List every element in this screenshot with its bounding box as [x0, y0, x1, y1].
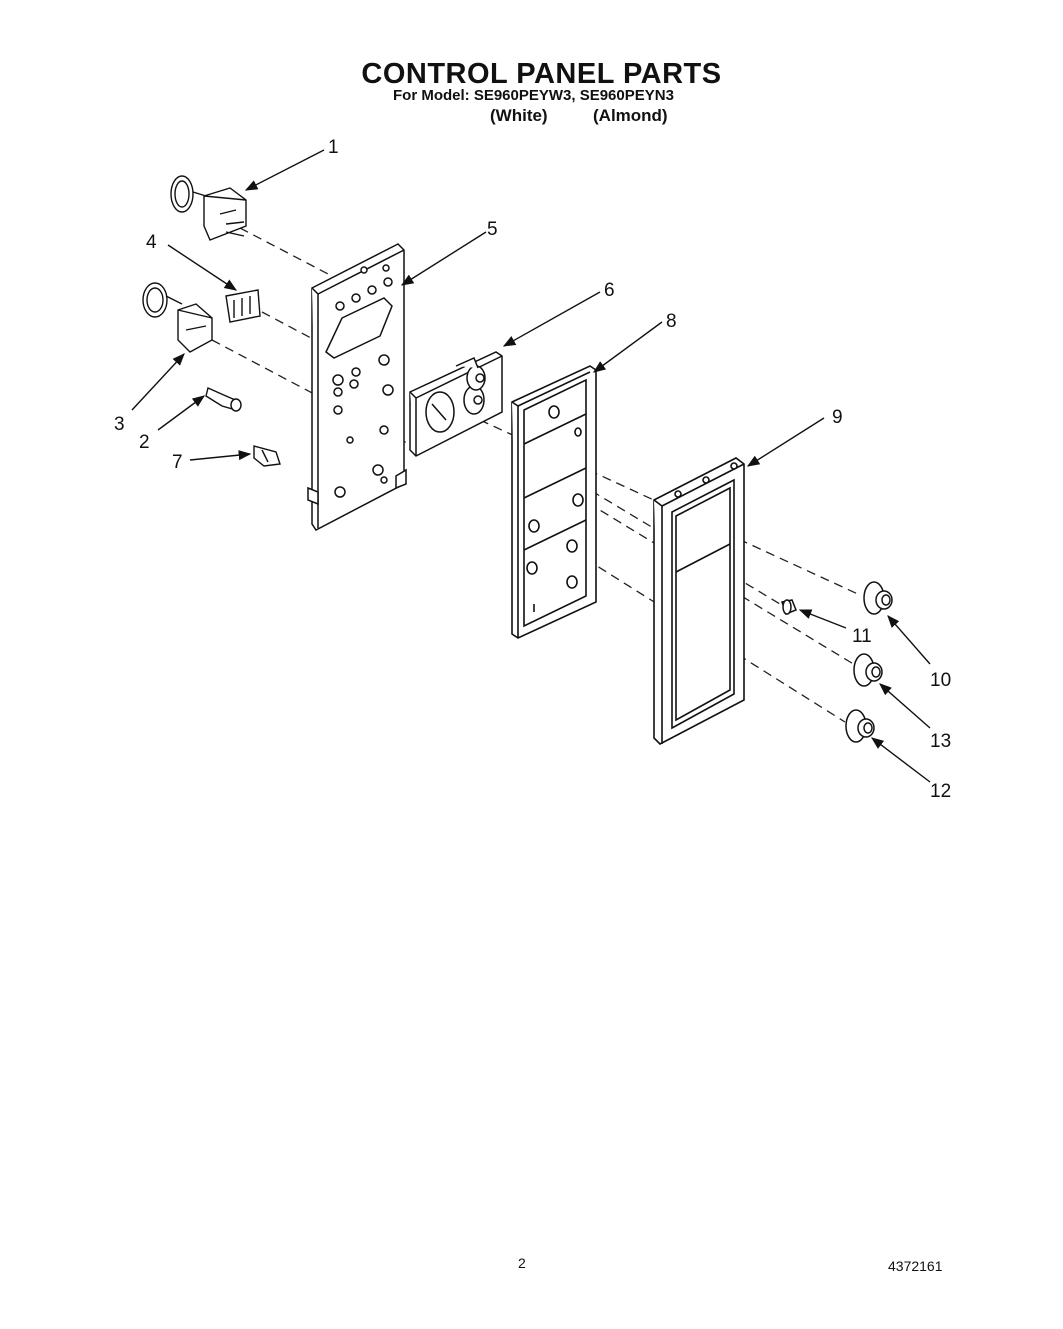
color-almond-label: (Almond)	[593, 106, 668, 125]
part-10-knob	[863, 581, 893, 615]
callout-4: 4	[146, 232, 157, 253]
callout-11: 11	[852, 626, 872, 647]
callout-9: 9	[832, 407, 843, 428]
callout-8: 8	[666, 311, 677, 332]
callout-3: 3	[114, 414, 125, 435]
callout-7: 7	[172, 452, 183, 473]
part-11-button	[781, 599, 797, 615]
part-7-clip	[253, 445, 281, 467]
color-white-label: (White)	[490, 106, 548, 125]
part-5-mounting-plate	[307, 243, 407, 531]
page-title: CONTROL PANEL PARTS	[361, 58, 722, 90]
callout-12: 12	[930, 781, 951, 802]
callout-5: 5	[487, 219, 498, 240]
part-3-switch	[142, 282, 213, 353]
part-2-lamp	[205, 387, 242, 412]
part-8-front-panel	[511, 365, 597, 639]
part-6-timer-plate	[409, 351, 503, 457]
leader-arrows	[131, 149, 931, 783]
callout-1: 1	[328, 137, 339, 158]
callout-13: 13	[930, 731, 951, 752]
page-number: 2	[518, 1255, 526, 1271]
model-line: For Model: SE960PEYW3, SE960PEYN3	[393, 87, 674, 104]
part-13-knob	[853, 653, 883, 687]
document-number: 4372161	[888, 1258, 943, 1274]
callout-10: 10	[930, 670, 951, 691]
part-9-frame	[653, 457, 745, 745]
part-1-switch	[170, 175, 247, 241]
part-12-knob	[845, 709, 875, 743]
callout-6: 6	[604, 280, 615, 301]
callout-2: 2	[139, 432, 150, 453]
part-4-connector	[225, 289, 261, 323]
